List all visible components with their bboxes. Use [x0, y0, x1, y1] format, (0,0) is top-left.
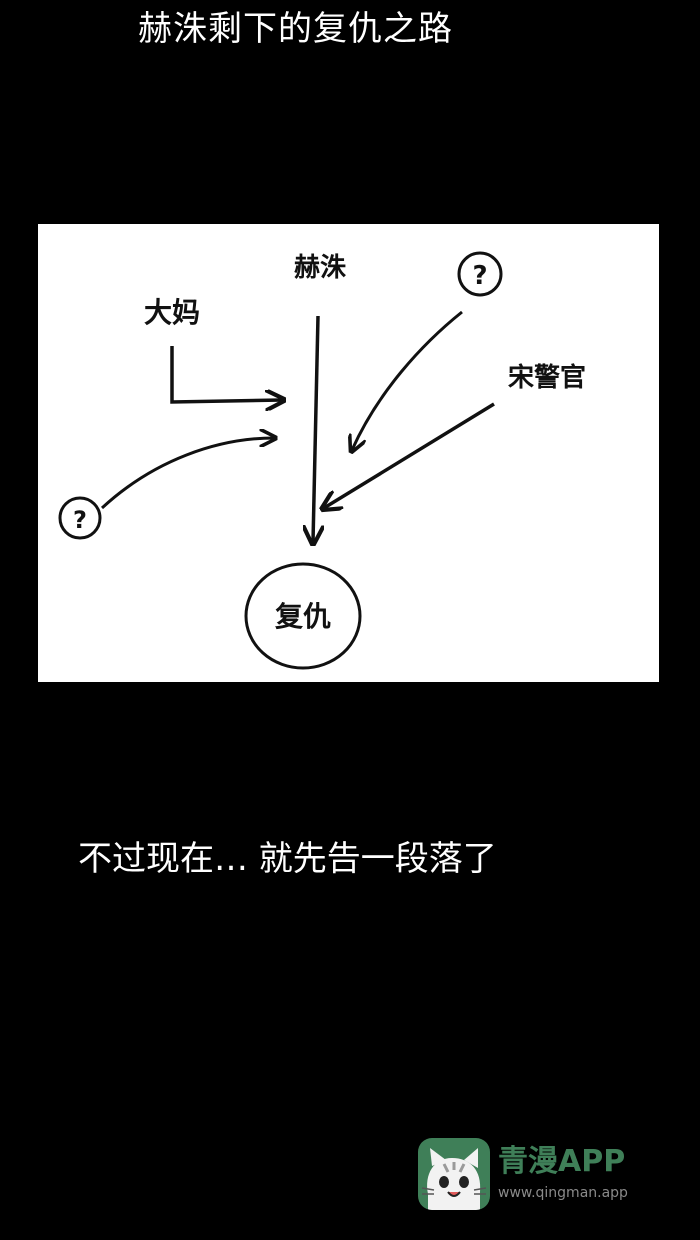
arrow-question-left — [100, 438, 274, 510]
revenge-circle: 复仇 — [244, 562, 362, 670]
label-hezhu: 赫洙 — [294, 253, 346, 283]
arrow-song-officer — [324, 402, 495, 508]
page-title: 赫洙剩下的复仇之路 — [138, 9, 453, 49]
cat-mascot-icon — [418, 1138, 490, 1210]
arrow-question-top-right — [352, 310, 463, 450]
arrow-dama — [170, 346, 282, 402]
question-mark-left: ? — [73, 506, 87, 534]
brand-name: 青漫APP — [498, 1144, 626, 1179]
question-circle-left: ? — [58, 496, 102, 540]
brand-site: www.qingman.app — [498, 1185, 628, 1201]
label-song-officer: 宋警官 — [508, 362, 586, 393]
watermark: 青漫APP www.qingman.app — [418, 1136, 668, 1212]
question-mark-top-right: ? — [472, 261, 487, 291]
label-dama: 大妈 — [144, 296, 200, 329]
revenge-diagram: 赫洙 大妈 宋警官 ? ? 复仇 — [58, 251, 586, 670]
arrow-hezhu-down — [313, 315, 318, 542]
question-circle-top-right: ? — [457, 251, 503, 297]
caption-text: 不过现在… 就先告一段落了 — [78, 839, 497, 879]
diagram-panel: 赫洙 大妈 宋警官 ? ? 复仇 — [38, 224, 659, 682]
label-revenge: 复仇 — [275, 600, 331, 633]
